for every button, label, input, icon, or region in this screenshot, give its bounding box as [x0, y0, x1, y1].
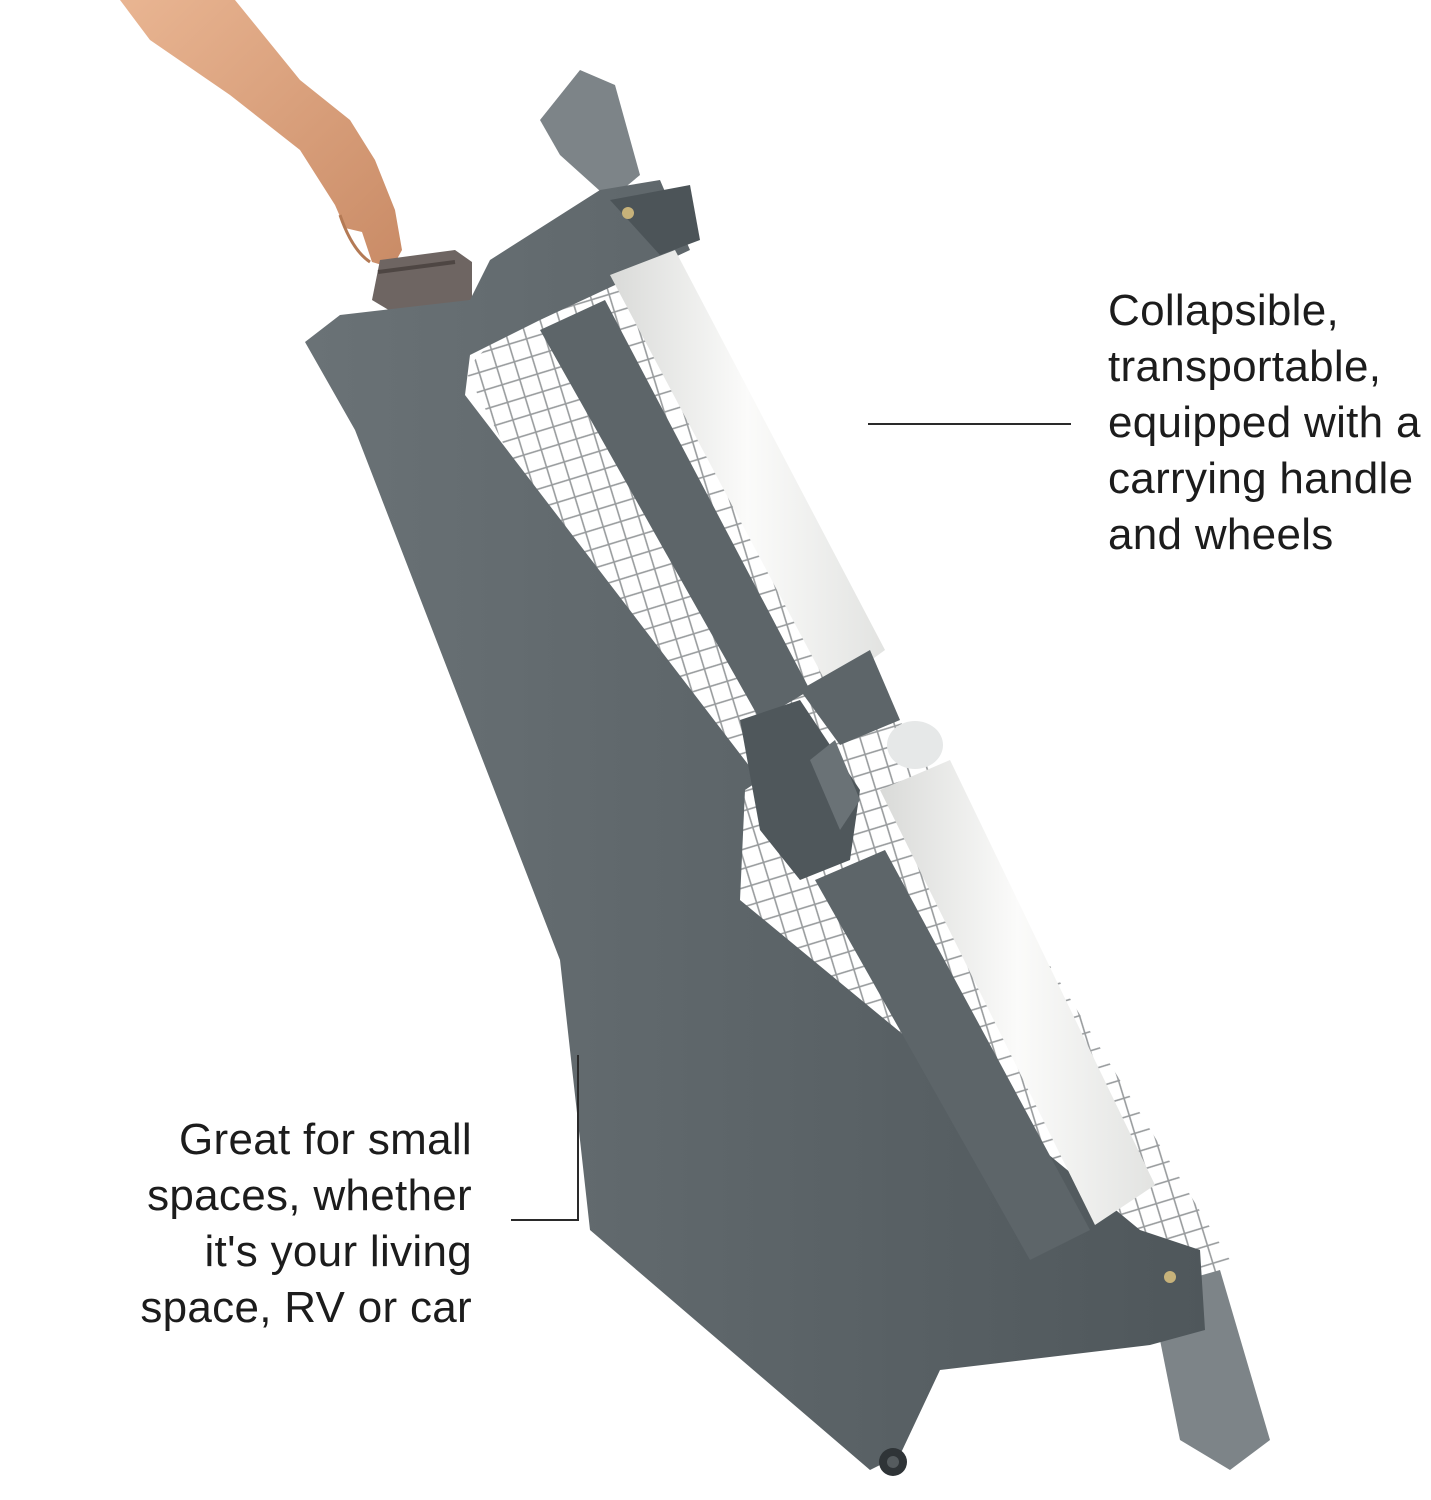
callout-small-spaces: Great for small spaces, whether it's you…	[140, 1115, 472, 1332]
top-end-cap	[540, 70, 640, 200]
callout-leader-line-bottom-vertical	[577, 1055, 579, 1221]
callout-collapsible: Collapsible, transportable, equipped wit…	[1108, 286, 1421, 559]
callout-leader-line-top	[868, 423, 1071, 425]
upper-heating-panel	[540, 250, 900, 745]
callout-leader-line-bottom-horizontal	[511, 1219, 579, 1221]
wheel-icon	[879, 1448, 907, 1476]
lower-heating-panel	[815, 760, 1155, 1260]
hand-icon	[120, 0, 402, 268]
carrying-handle-icon	[372, 250, 472, 312]
center-hinge	[740, 700, 943, 880]
